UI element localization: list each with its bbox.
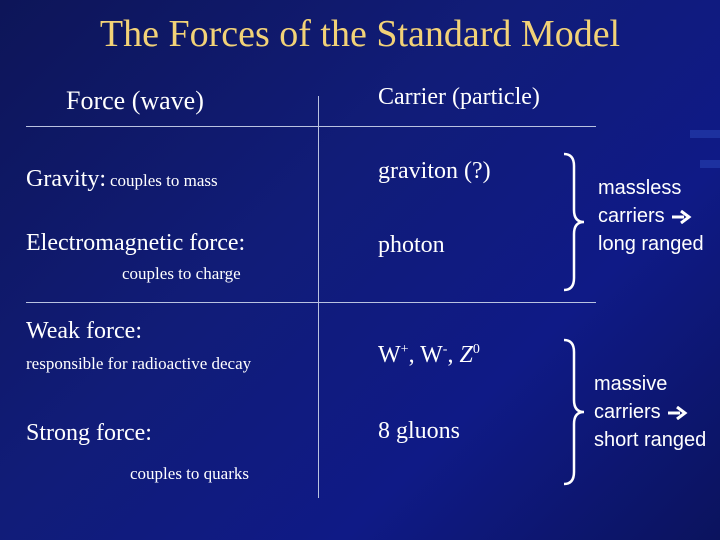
right-arrow-icon bbox=[672, 209, 692, 224]
carrier-column-header: Carrier (particle) bbox=[378, 84, 540, 110]
right-brace-icon bbox=[563, 152, 585, 292]
note-line: long ranged bbox=[598, 233, 704, 255]
gravity-row: Gravity: couples to mass bbox=[26, 166, 218, 193]
force-name: Weak force: bbox=[26, 318, 142, 344]
massless-group-note: massless carriers long ranged bbox=[598, 174, 704, 258]
w-boson-symbol: W bbox=[378, 342, 401, 368]
note-text: carriers bbox=[598, 205, 665, 227]
right-arrow-icon bbox=[668, 405, 688, 420]
carrier-weak-bosons: W+, W-, Z0 bbox=[378, 342, 480, 369]
right-brace-icon bbox=[563, 338, 585, 486]
force-detail: couples to quarks bbox=[130, 464, 249, 483]
charge-plus: + bbox=[400, 342, 409, 357]
decorative-stripe bbox=[690, 130, 720, 138]
z-boson-symbol: Z bbox=[459, 342, 473, 368]
note-line-with-arrow: carriers bbox=[598, 202, 704, 230]
w-boson-symbol: W bbox=[420, 342, 443, 368]
force-column-header: Force (wave) bbox=[66, 86, 204, 115]
note-line: massless bbox=[598, 177, 682, 199]
note-line: massive bbox=[594, 373, 668, 395]
force-name: Electromagnetic force: bbox=[26, 230, 246, 256]
note-line: short ranged bbox=[594, 429, 707, 451]
page-title: The Forces of the Standard Model bbox=[99, 13, 621, 55]
force-detail: couples to mass bbox=[109, 171, 218, 190]
carrier-graviton: graviton (?) bbox=[378, 158, 491, 184]
separator: , bbox=[408, 342, 421, 368]
carrier-gluons: 8 gluons bbox=[378, 418, 461, 444]
force-name: Gravity: bbox=[26, 166, 106, 192]
separator: , bbox=[447, 342, 460, 368]
massive-group-note: massive carriers short ranged bbox=[594, 370, 706, 454]
charge-zero: 0 bbox=[472, 342, 480, 357]
charge-minus: - bbox=[442, 342, 448, 357]
note-text: carriers bbox=[594, 401, 661, 423]
group-divider bbox=[26, 302, 596, 303]
header-divider bbox=[26, 126, 596, 127]
note-line-with-arrow: carriers bbox=[594, 398, 706, 426]
decorative-stripe bbox=[700, 160, 720, 168]
force-detail: responsible for radioactive decay bbox=[26, 354, 252, 373]
carrier-photon: photon bbox=[378, 232, 445, 258]
column-divider bbox=[318, 96, 319, 498]
force-detail: couples to charge bbox=[122, 264, 241, 283]
force-name: Strong force: bbox=[26, 420, 152, 446]
